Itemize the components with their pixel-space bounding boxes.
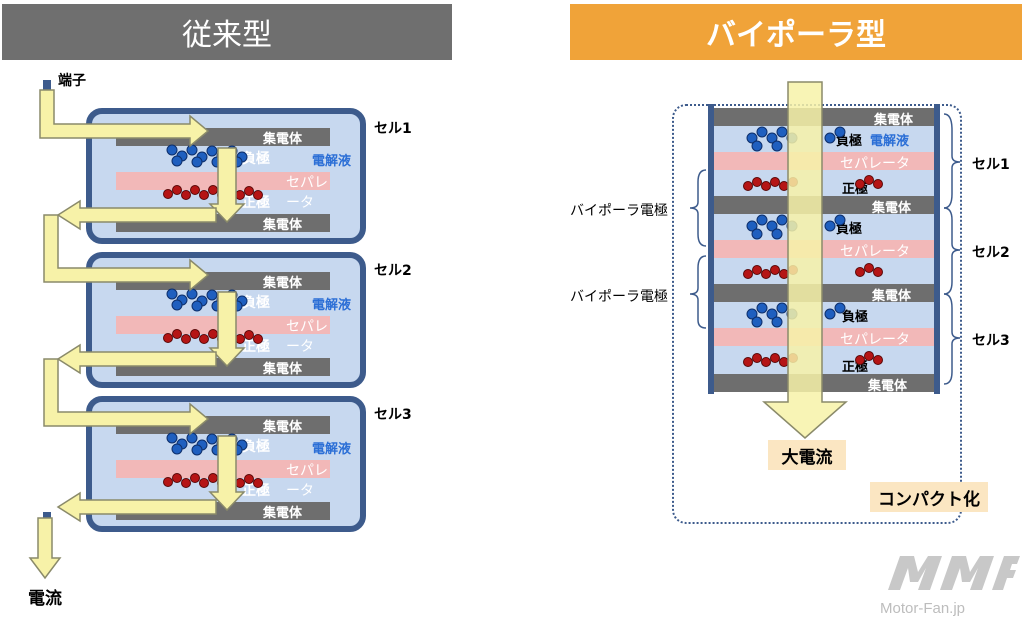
terminal-top: [43, 80, 51, 90]
negative-label: 負極: [242, 295, 270, 311]
cell-2-label: セル2: [374, 263, 412, 279]
collector-label: 集電体: [262, 276, 302, 291]
collector-label: 集電体: [872, 289, 912, 304]
collector-band: [714, 374, 934, 392]
large-current-label: 大電流: [781, 447, 833, 468]
bipolar-electrode-label-2: バイポーラ電極: [570, 289, 668, 305]
collector-label: 集電体: [262, 218, 302, 233]
cell-3-label: セル3: [374, 407, 412, 423]
positive-particles: [743, 175, 883, 367]
bipolar-stack: 集電体 負極 電解液 セパレータ 正極 集電体 負極 セパレータ 集電体 負極 …: [708, 108, 940, 394]
negative-label: 負極: [836, 222, 863, 237]
right-rail: [934, 104, 940, 394]
electrolyte-label: 電解液: [870, 134, 910, 149]
positive-label: 正極: [242, 195, 270, 211]
negative-label: 負極: [242, 151, 270, 167]
compact-label: コンパクト化: [878, 489, 980, 510]
negative-label: 負極: [836, 134, 863, 149]
collector-band: [714, 108, 934, 126]
electrolyte-label: 電解液: [312, 442, 352, 457]
separator-band: [714, 328, 934, 346]
separator-label: セパレータ: [840, 332, 910, 348]
electrolyte-label: 電解液: [312, 154, 352, 169]
positive-particles-cell-1: [163, 185, 263, 200]
positive-label: 正極: [242, 339, 270, 355]
negative-label: 負極: [242, 439, 270, 455]
bipolar-header-text: バイポーラ型: [706, 18, 886, 53]
bipolar-cell-3-label: セル3: [972, 333, 1010, 349]
collector-label: 集電体: [868, 379, 908, 394]
electrode-brackets: [689, 169, 707, 329]
separator-label: セパレータ: [840, 244, 910, 260]
watermark-text: Motor-Fan.jp: [880, 600, 966, 617]
cell-brackets: [943, 113, 961, 385]
separator-band: [714, 152, 934, 170]
separator-label: セパレータ: [286, 319, 328, 355]
collector-label: 集電体: [262, 132, 302, 147]
collector-label: 集電体: [262, 506, 302, 521]
collector-label: 集電体: [262, 362, 302, 377]
separator-label: セパレータ: [840, 156, 910, 172]
negative-particles: [746, 126, 846, 328]
bipolar-header: バイポーラ型: [570, 4, 1022, 60]
conventional-flow-overlay: [28, 80, 263, 580]
conventional-header: 従来型: [2, 4, 452, 60]
bipolar-electrode-label-1: バイポーラ電極: [570, 203, 668, 219]
separator-band: [714, 240, 934, 258]
collector-band: [714, 284, 934, 302]
large-current-arrow: [762, 81, 848, 439]
separator-label: セパレータ: [286, 175, 328, 211]
compact-box: コンパクト化: [870, 482, 988, 512]
bipolar-cell-2-label: セル2: [972, 245, 1010, 261]
separator-label: セパレータ: [286, 463, 328, 499]
collector-label: 集電体: [874, 113, 914, 128]
electrolyte-label: 電解液: [312, 298, 352, 313]
watermark: Motor-Fan.jp: [880, 550, 1020, 620]
cell-1-label: セル1: [374, 121, 412, 137]
negative-label: 負極: [842, 310, 869, 325]
bipolar-overlay: [743, 81, 883, 439]
left-rail: [708, 104, 714, 394]
collector-band: [714, 196, 934, 214]
positive-particles-cell-3: [163, 473, 263, 488]
large-current-box: 大電流: [768, 440, 846, 470]
terminal-label: 端子: [58, 73, 86, 89]
collector-label: 集電体: [872, 201, 912, 216]
collector-label: 集電体: [262, 420, 302, 435]
watermark-logo: [888, 556, 1020, 590]
current-path: [28, 89, 246, 580]
positive-label: 正極: [242, 483, 270, 499]
positive-particles-cell-2: [163, 329, 263, 344]
bipolar-cell-1-label: セル1: [972, 157, 1010, 173]
current-label: 電流: [28, 589, 62, 609]
conventional-header-text: 従来型: [182, 18, 272, 53]
